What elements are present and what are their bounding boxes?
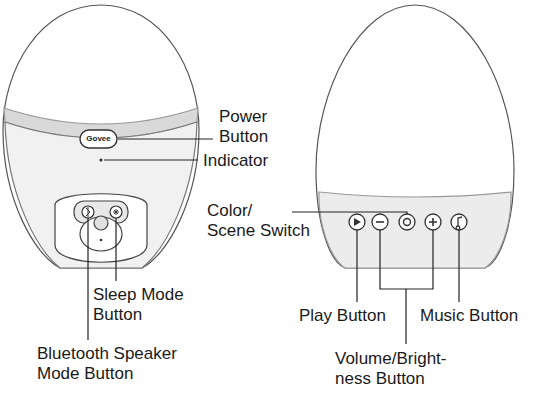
note-icon bbox=[456, 217, 462, 230]
part-label: Sleep Mode Button bbox=[93, 285, 193, 325]
base-hole bbox=[100, 239, 103, 242]
minus-icon bbox=[376, 221, 384, 223]
scene-icon bbox=[404, 219, 411, 226]
right-egg-body bbox=[316, 5, 514, 268]
plus-icon bbox=[429, 218, 437, 226]
leader-line bbox=[87, 218, 88, 340]
part-label: Color/ Scene Switch bbox=[207, 201, 319, 241]
sleep-icon bbox=[113, 209, 119, 215]
part-label: Volume/Bright- ness Button bbox=[335, 349, 461, 389]
wrap-spacer bbox=[269, 201, 319, 219]
left-egg-lower bbox=[5, 122, 197, 268]
play-icon bbox=[354, 218, 361, 226]
left-egg-body bbox=[3, 5, 199, 268]
base-center bbox=[94, 216, 108, 230]
sleep-button bbox=[110, 206, 122, 218]
leader-line bbox=[118, 138, 213, 139]
power-button bbox=[80, 130, 117, 148]
leader-line bbox=[104, 159, 198, 160]
right-egg-band bbox=[319, 192, 511, 268]
part-label: Play Button bbox=[299, 306, 409, 326]
leader-line bbox=[458, 230, 459, 302]
part-label: Power Button bbox=[219, 107, 289, 147]
bt-icon bbox=[86, 207, 90, 217]
volume-down-button bbox=[372, 214, 388, 230]
logo-text: Govee bbox=[86, 134, 110, 144]
music-button bbox=[451, 214, 467, 230]
leader-line bbox=[356, 230, 357, 302]
indicator-dot bbox=[99, 158, 102, 161]
leader-line bbox=[292, 212, 407, 214]
play-button bbox=[349, 214, 365, 230]
base bbox=[55, 194, 147, 263]
bracket bbox=[380, 230, 433, 344]
color-scene-button bbox=[399, 214, 415, 230]
part-label: Bluetooth Speaker Mode Button bbox=[37, 344, 199, 384]
leader-line bbox=[115, 218, 116, 281]
part-label: Indicator bbox=[203, 151, 323, 171]
part-label: Music Button bbox=[420, 306, 540, 326]
bluetooth-button bbox=[82, 206, 94, 218]
volume-up-button bbox=[425, 214, 441, 230]
